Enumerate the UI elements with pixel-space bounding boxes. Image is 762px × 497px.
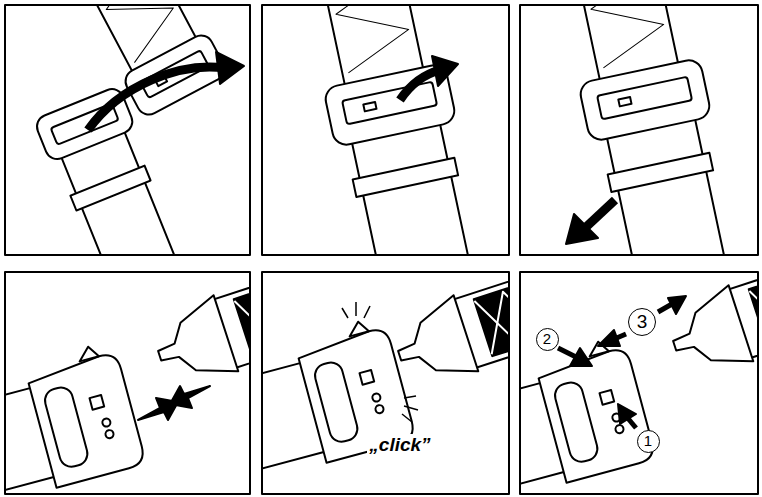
callout-number: 2 [536,328,559,351]
sound-label: „click” [367,434,432,456]
callout-number: 1 [637,430,660,453]
callout-number: 3 [628,308,656,336]
